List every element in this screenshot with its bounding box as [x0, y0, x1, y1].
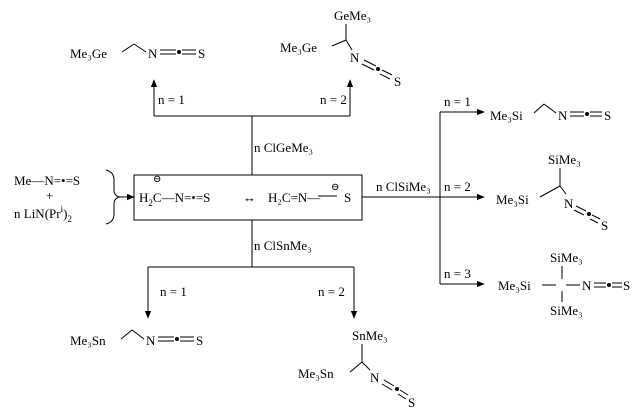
sn2-snme3: SnMe₃ — [352, 328, 388, 343]
ge1-s: S — [198, 46, 205, 61]
lda-sub: 2 — [67, 214, 72, 224]
product-si2: SiMe₃ Me₃Si N S — [496, 152, 608, 233]
ge2-s: S — [394, 74, 401, 89]
anion-right-structure: H₂C=N— — [268, 190, 321, 205]
reactant-plus: + — [46, 188, 53, 203]
si3-dot — [607, 283, 611, 287]
reactant-lda: n LiN(Pri)2 — [14, 204, 72, 224]
si2-s: S — [601, 218, 608, 233]
ge2-dbl1-a — [363, 59, 377, 67]
sn2-s: S — [408, 395, 415, 410]
anion-left-c: C — [153, 190, 162, 205]
si1-n: N — [558, 108, 568, 123]
si3-sime3-bottom: SiMe₃ — [550, 303, 583, 318]
product-si1: Me₃Si N S — [490, 103, 611, 123]
ge2-bond-right — [345, 39, 353, 51]
sn-n1-label: n = 1 — [160, 284, 187, 299]
si2-me3si: Me₃Si — [496, 192, 529, 207]
sn2-bond-right — [361, 361, 371, 371]
si1-s: S — [604, 108, 611, 123]
sn2-dbl2-b — [397, 393, 407, 400]
ge2-dot — [376, 67, 380, 71]
reactant-methyl-isothiocyanate: Me—N=•=S — [14, 173, 80, 188]
si1-bond-a — [533, 103, 545, 114]
germanium-branch: n ClGeMe₃ n = 1 n = 2 — [150, 79, 354, 175]
sn1-bond-b — [131, 329, 145, 340]
ge2-n: N — [350, 50, 360, 65]
lda-sup: i — [61, 204, 64, 214]
sn2-bond-left — [349, 361, 363, 373]
si2-n: N — [564, 196, 574, 211]
lda-close: ) — [63, 206, 67, 221]
product-ge1: Me₃Ge N S — [70, 43, 205, 61]
ge2-dbl1-b — [361, 63, 375, 71]
si-reagent: n ClSiMe₃ — [376, 179, 431, 194]
si-n2-label: n = 2 — [444, 179, 471, 194]
si3-me3si: Me₃Si — [498, 278, 531, 293]
anion-left-tail: —N=•=S — [161, 190, 211, 205]
anion-right-charge: ⊖ — [331, 182, 339, 193]
product-ge2: GeMe₃ Me₃Ge N S — [280, 8, 401, 89]
ge1-n: N — [148, 46, 158, 61]
sn2-n: N — [370, 370, 380, 385]
sn2-dbl2-a — [399, 389, 409, 396]
si2-dbl1-a — [575, 205, 587, 212]
silicon-branch: n ClSiMe₃ n = 1 n = 2 n = 3 — [362, 94, 485, 288]
sn1-dot — [175, 337, 179, 341]
sn-n2-label: n = 2 — [318, 284, 345, 299]
si1-bond-b — [543, 103, 557, 114]
si2-dbl1-b — [573, 209, 585, 216]
si-n3-label: n = 3 — [444, 266, 471, 281]
si2-bond-left — [539, 185, 561, 198]
sn1-me3sn: Me₃Sn — [70, 333, 106, 348]
si1-me3si: Me₃Si — [490, 108, 523, 123]
si2-bond-right — [559, 185, 567, 195]
sn2-dbl1-a — [383, 379, 395, 387]
anion-left-charge: ⊖ — [153, 174, 161, 185]
ge1-bond-b — [133, 43, 147, 53]
ge-reagent: n ClGeMe₃ — [254, 140, 313, 155]
anion-right-s: S — [344, 190, 351, 205]
reactants: Me—N=•=S + n LiN(Pri)2 — [14, 169, 135, 225]
resonance-arrow: ↔ — [243, 190, 256, 205]
reactant-brace — [105, 169, 121, 225]
anion-left-structure: H2C—N=•=S — [139, 190, 210, 208]
ge2-me3ge: Me₃Ge — [280, 40, 317, 55]
si2-sime3: SiMe₃ — [548, 152, 581, 167]
si2-dot — [587, 212, 591, 216]
anion-box: ⊖ H2C—N=•=S ↔ H₂C=N— S ⊖ — [133, 174, 363, 221]
product-sn2: SnMe₃ Me₃Sn N S — [298, 328, 415, 410]
ge1-bond-a — [121, 43, 135, 53]
ge2-bond-left — [331, 39, 347, 47]
sn1-n: N — [146, 333, 156, 348]
sn1-s: S — [196, 333, 203, 348]
ge-n1-label: n = 1 — [158, 92, 185, 107]
tin-branch: n ClSnMe₃ n = 1 n = 2 — [144, 220, 358, 319]
ge1-me3ge: Me₃Ge — [70, 46, 107, 61]
product-si3: SiMe₃ Me₃Si SiMe₃ N S — [498, 250, 630, 318]
si1-dot — [585, 112, 589, 116]
si2-dbl2-b — [589, 218, 599, 224]
lda-main: n LiN(Pr — [14, 206, 61, 221]
ge2-geme3: GeMe₃ — [334, 8, 371, 23]
ge1-dot — [177, 50, 181, 54]
sn2-dot — [395, 387, 399, 391]
si-n1-label: n = 1 — [444, 94, 471, 109]
anion-left-sub: 2 — [148, 198, 153, 208]
product-sn1: Me₃Sn N S — [70, 329, 203, 348]
sn2-me3sn: Me₃Sn — [298, 366, 334, 381]
sn1-bond-a — [120, 329, 133, 340]
ge-n2-label: n = 2 — [320, 92, 347, 107]
ge2-dbl2-a — [381, 69, 393, 76]
si3-s: S — [623, 278, 630, 293]
ge2-dbl2-b — [379, 73, 391, 80]
sn2-dbl1-b — [381, 383, 393, 391]
si3-n: N — [582, 278, 592, 293]
anion-left-h: H — [139, 190, 148, 205]
sn-reagent: n ClSnMe₃ — [254, 238, 312, 253]
si3-sime3-top: SiMe₃ — [550, 250, 583, 265]
si2-dbl2-a — [591, 214, 601, 220]
